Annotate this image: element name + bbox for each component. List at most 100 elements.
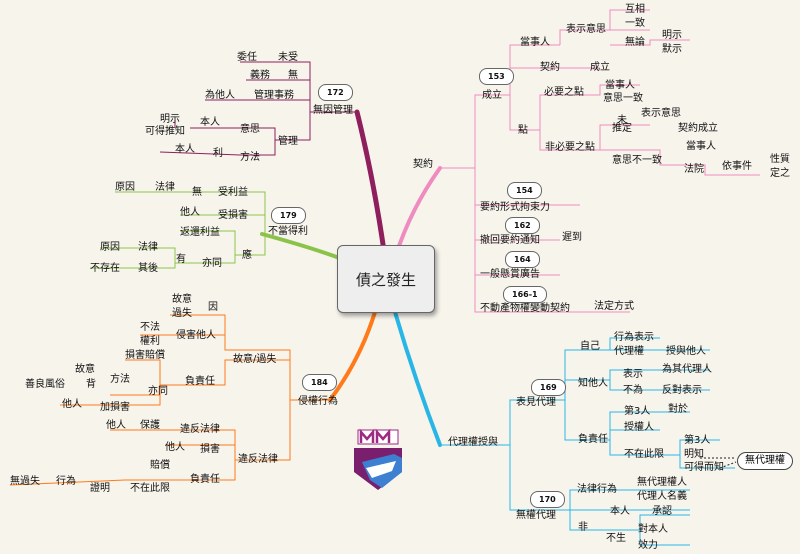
contract-label-fa-ding: 法定方式 [594, 299, 634, 312]
contract-title: 契約 [413, 157, 433, 170]
unjust-label-fan-huan: 返還利益 [180, 225, 220, 238]
unjust-label-shou-li-yi: 受利益 [218, 185, 248, 198]
badge-184: 184 [302, 374, 337, 391]
branch-mgmt [354, 109, 388, 261]
mgmt-label-fang-fa: 方法 [240, 150, 260, 163]
unjust-label-ying: 應 [242, 248, 252, 261]
tort-label-wei-fan-fa-lv: 違反法律 [180, 422, 220, 435]
tort-label-gu-yi-2: 故意 [75, 362, 95, 375]
agency-label-dai-li-ren: 授權人 [624, 420, 654, 433]
unjust-label-fa-lv: 法律 [155, 180, 175, 193]
agency-label-cheng-ren: 承認 [652, 504, 672, 517]
contract-label-chi-dao: 遲到 [562, 231, 582, 243]
tort-label-gu-yi-guo-shi: 故意/過失 [233, 352, 276, 365]
badge-153: 153 [479, 68, 514, 85]
contract-label-dang-shi-ren-2: 當事人 [605, 78, 635, 91]
mgmt-label-ben-ren-2: 本人 [175, 142, 195, 155]
contract-label-fa-yuan: 法院 [684, 162, 704, 175]
agency-label-biao-shi: 表示 [623, 367, 643, 380]
contract-label-yi-zhi: 一致 [625, 16, 645, 29]
contract-label-dian: 點 [518, 123, 528, 136]
contract-label-bi-yao: 必要之點 [544, 85, 584, 98]
mgmt-label-wei-ren: 委任 [237, 50, 257, 63]
agency-label-shou-yu-ta-ren: 授與他人 [666, 344, 706, 357]
unjust-label-bu-cun-zai: 不存在 [90, 261, 120, 274]
unjust-label-fa-lv-2: 法律 [138, 240, 158, 253]
contract-label-mo-shi: 默示 [662, 43, 682, 55]
badge-154: 154 [507, 182, 542, 199]
agency-label-xiao-li: 效力 [638, 538, 658, 551]
contract-label-biao-shi-yi-si-2: 表示意思 [641, 106, 681, 119]
tort-label-pei-chang: 賠償 [150, 458, 170, 471]
contract-label-dang-shi-ren: 當事人 [520, 35, 550, 48]
mgmt-label-li: 利 [213, 147, 223, 159]
mgmt-label-wei-ta-ren: 為他人 [205, 88, 235, 101]
tort-lines [9, 314, 330, 486]
agency-label-dai-li-ren-ming-yi: 代理人名義 [637, 489, 687, 502]
tort-label-quan-li: 權利 [140, 334, 160, 347]
contract-label-che-hui: 撤回要約通知 [480, 233, 540, 246]
agency-label-fu-ze-ren: 負責任 [578, 432, 608, 445]
branch-tort [328, 310, 377, 402]
tort-label-xing-wei: 行為 [56, 474, 76, 487]
mgmt-label-guan-li-shi-wu: 管理事務 [254, 88, 294, 101]
agency-label-ming-zhi: 明知 [684, 447, 704, 460]
unjust-label-qi-hou: 其後 [138, 261, 158, 274]
tort-label-wei-fan-fa-lv-2: 違反法律 [238, 452, 278, 465]
contract-label-yi-si-yi-zhi: 意思一致 [603, 91, 643, 104]
badge-169: 169 [531, 379, 566, 396]
badge-179: 179 [271, 207, 306, 224]
contract-label-hu-xiang: 互相 [625, 2, 645, 15]
agency-label-fan-dui: 反對表示 [662, 383, 702, 396]
tort-label-zheng-ming: 證明 [90, 481, 110, 494]
contract-label-xuan-shang: 一般懸賞廣告 [480, 267, 540, 280]
contract-label-ming-shi: 明示 [662, 29, 682, 41]
agency-label-wu-dai-li: 無權代理 [516, 508, 556, 521]
tort-label-sun-hai-pei-chang: 損害賠償 [125, 348, 165, 361]
agency-labels: 行為表示 自己 代理權 授與他人 為其代理人 表示 知他人 不為 反對表示 表見… [448, 330, 724, 551]
mgmt-label-wu: 無 [288, 68, 298, 81]
agency-label-zi-ji: 自己 [580, 339, 600, 352]
mgmt-label-ke-de-tui-zhi: 可得推知 [145, 124, 185, 137]
agency-label-fa-lv-xing-wei: 法律行為 [577, 482, 617, 495]
agency-title: 代理權授與 [448, 435, 498, 448]
tort-label-bei: 背 [86, 377, 96, 390]
contract-label-dang-shi-ren-3: 當事人 [686, 139, 716, 152]
connector-lines [9, 9, 760, 546]
mgmt-label-guan-li: 管理 [278, 134, 298, 147]
unjust-lines [90, 191, 266, 269]
tort-label-guo-shi: 過失 [172, 306, 192, 319]
badge-170: 170 [530, 491, 565, 508]
agency-label-fei: 非 [578, 521, 588, 533]
contract-label-qi-yue-cheng-li: 契約成立 [678, 121, 718, 134]
contract-label-bu-dong-chan: 不動產物權變動契約 [480, 301, 570, 314]
contract-label-ding-zhi: 定之 [770, 166, 790, 179]
no-agency-callout: 無代理權 [737, 452, 793, 470]
agency-label-ben-ren: 本人 [610, 504, 630, 517]
agency-label-bu-sheng: 不生 [606, 531, 626, 544]
badge-162: 162 [505, 217, 540, 234]
mgmt-label-yi-wu: 義務 [250, 68, 270, 81]
school-logo-icon [354, 428, 402, 490]
unjust-label-yi-tong: 亦同 [202, 256, 222, 269]
central-topic: 債之發生 [337, 245, 435, 313]
tort-label-yin: 因 [208, 301, 218, 313]
unjust-label-ta-ren: 他人 [180, 205, 200, 218]
agency-label-wu-dai-li-ren: 無代理權人 [637, 475, 687, 488]
tort-label-bu-fa: 不法 [140, 320, 160, 333]
mgmt-label-wei-shou: 未受 [278, 51, 298, 63]
mgmt-labels: 委任 未受 義務 無 為他人 管理事務 無因管理 明示 可得推知 本人 意思 管… [145, 50, 353, 163]
mgmt-title: 無因管理 [313, 103, 353, 116]
tort-label-yi-tong: 亦同 [148, 384, 168, 397]
badge-166-1: 166-1 [503, 286, 547, 303]
tort-label-shan-liang: 善良風俗 [25, 377, 65, 390]
unjust-labels: 原因 法律 無 受利益 他人 受損害 不當得利 返還利益 原因 法律 應 有 亦… [90, 180, 308, 274]
tort-title: 侵權行為 [298, 394, 338, 407]
agency-label-wei-qi: 為其代理人 [662, 362, 712, 375]
agency-label-di-san-ren: 第3人 [624, 404, 650, 417]
contract-label-qi-yue: 契約 [540, 60, 560, 73]
mgmt-label-yi-si: 意思 [240, 122, 260, 135]
agency-label-dui-ben-ren: 對本人 [638, 522, 668, 535]
tort-label-ta-ren-3: 他人 [165, 440, 185, 453]
